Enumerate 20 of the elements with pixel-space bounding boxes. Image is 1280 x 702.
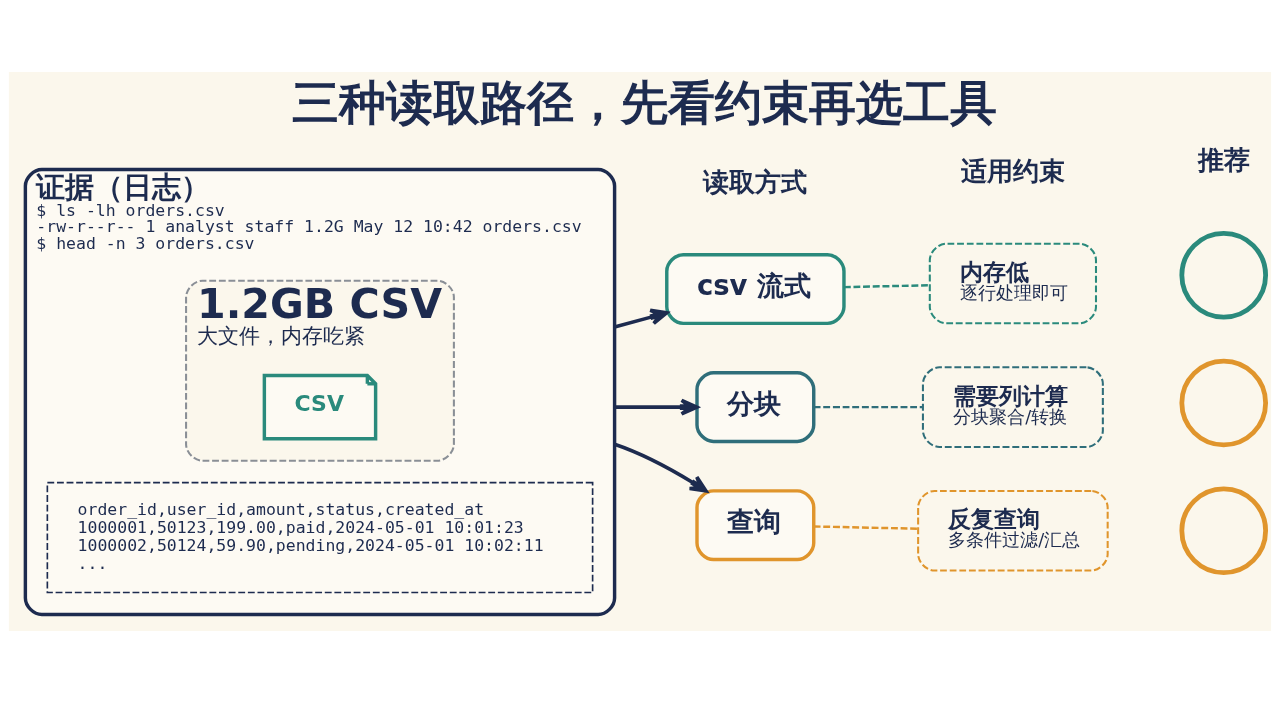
arrow [614,308,669,329]
node-box: 分块 [695,370,816,443]
node-circle [1179,358,1268,447]
node-box: 内存低 逐行处理即可 [928,242,1097,324]
node-box: csv 流式 [665,252,846,325]
node-box: 查询 [695,488,816,561]
label: 适用约束 [960,155,1065,186]
label: 读取方式 [703,166,808,197]
node-circle [1179,230,1268,320]
node-box: 反复查询 多条件过滤/汇总 [917,489,1109,572]
node-box: 需要列计算 分块聚合/转换 [921,365,1104,448]
connector [813,524,919,530]
diagram-title: 三种读取路径，先看约束再选工具 [291,75,997,130]
connector [844,283,930,288]
arrow [614,398,699,416]
node-circle [1179,485,1268,575]
label: 推荐 [1197,144,1250,175]
arrow [614,442,708,493]
connector [813,405,923,408]
node-box: order_id,user_id,amount,status,created_at 1000001,50123,199.00,paid,2024-05-01 10:01:23 1000002,50124,59.90,pending,2024-05-01 10:02:11 ... [46,481,594,593]
